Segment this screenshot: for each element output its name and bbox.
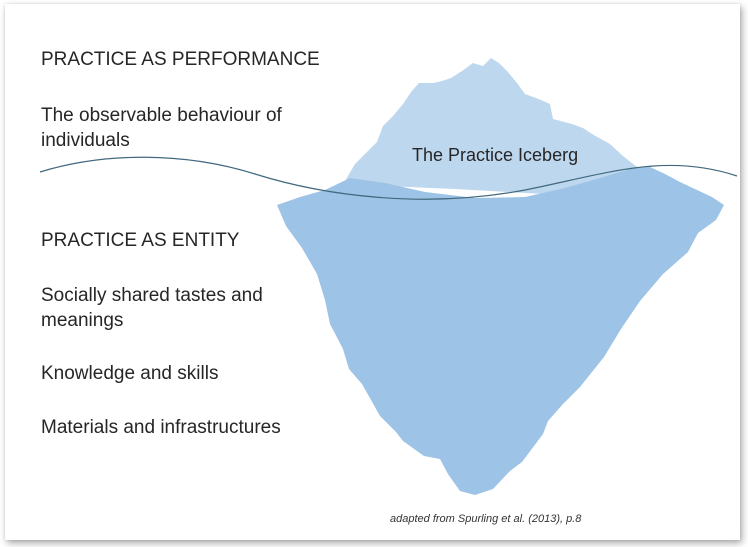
heading-practice-as-performance: PRACTICE AS PERFORMANCE (41, 49, 320, 70)
entity-item-knowledge-skills: Knowledge and skills (41, 363, 219, 384)
waterline (39, 156, 738, 200)
iceberg-title: The Practice Iceberg (412, 145, 579, 165)
iceberg-diagram (39, 58, 738, 495)
entity-item-tastes-meanings: Socially shared tastes and meanings (41, 285, 263, 331)
performance-description: The observable behaviour of individuals (41, 105, 282, 151)
attribution-citation: adapted from Spurling et al. (2013), p.8 (390, 513, 582, 525)
iceberg-tip (345, 58, 660, 194)
slide: PRACTICE AS PERFORMANCE The observable b… (5, 4, 740, 540)
iceberg-body (277, 167, 724, 495)
heading-practice-as-entity: PRACTICE AS ENTITY (41, 230, 240, 251)
entity-item-materials-infrastructures: Materials and infrastructures (41, 417, 281, 438)
